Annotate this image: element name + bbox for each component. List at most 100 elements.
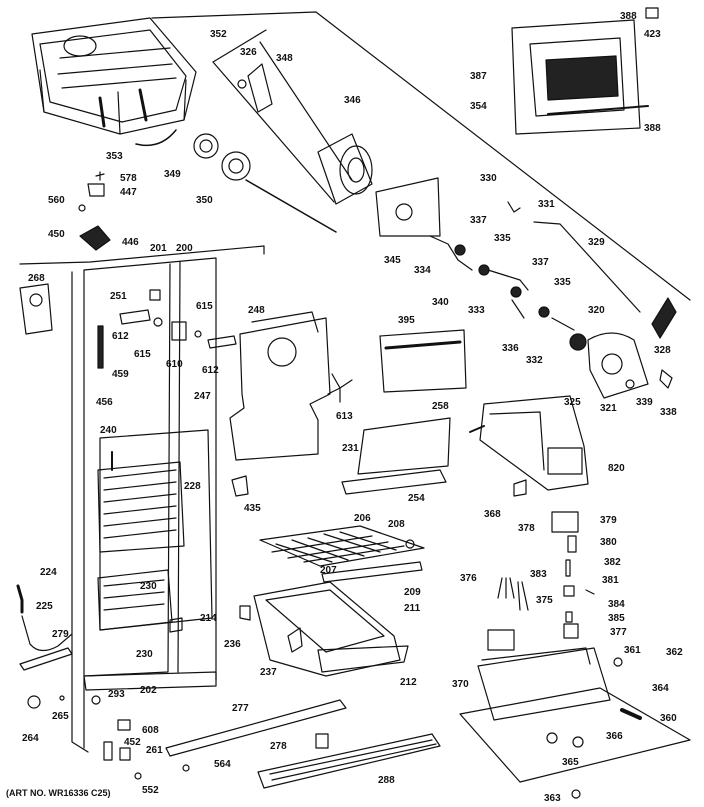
part-label: 337 xyxy=(532,257,549,268)
shelf-206 xyxy=(259,525,425,567)
part-label: 552 xyxy=(142,785,159,796)
bracket-452 xyxy=(103,741,113,761)
part-label: 381 xyxy=(602,575,619,586)
part-label: 435 xyxy=(244,503,261,514)
mount-plate-345 xyxy=(375,177,441,237)
duct-cover-247 xyxy=(229,311,331,461)
part-377 xyxy=(563,623,579,639)
rail-279 xyxy=(19,647,73,671)
part-label: 382 xyxy=(604,557,621,568)
part-label: 332 xyxy=(526,355,543,366)
part-label: 388 xyxy=(620,11,637,22)
bracket-237 xyxy=(287,627,303,653)
part-label: 293 xyxy=(108,689,125,700)
part-label: 340 xyxy=(432,297,449,308)
part-label: 384 xyxy=(608,599,625,610)
clip-293 xyxy=(91,695,101,705)
part-label: 608 xyxy=(142,725,159,736)
clip-278 xyxy=(315,733,329,749)
part-label: 378 xyxy=(518,523,535,534)
part-label: 612 xyxy=(202,365,219,376)
cabinet-liner xyxy=(19,245,265,753)
part-label: 201 xyxy=(150,243,167,254)
cover-258 xyxy=(357,417,451,475)
auger-350 xyxy=(221,151,337,233)
cap-383 xyxy=(563,585,575,597)
part-label: 349 xyxy=(164,169,181,180)
part-label: 352 xyxy=(210,29,227,40)
compressor-base-360 xyxy=(459,647,691,783)
valve-364 xyxy=(620,708,642,720)
clip-615b xyxy=(194,330,202,338)
part-label: 360 xyxy=(660,713,677,724)
part-label: 231 xyxy=(342,443,359,454)
part-label: 560 xyxy=(48,195,65,206)
auger-gear-349 xyxy=(193,133,219,159)
part-label: 388 xyxy=(644,123,661,134)
part-label: 456 xyxy=(96,397,113,408)
control-board-395 xyxy=(379,329,467,393)
part-label: 346 xyxy=(344,95,361,106)
harness-376 xyxy=(497,577,515,599)
part-label: 279 xyxy=(52,629,69,640)
clip-251 xyxy=(149,289,161,301)
ice-rack-387 xyxy=(511,19,649,135)
harness-375 xyxy=(517,581,529,611)
part-385 xyxy=(565,611,573,623)
part-label: 376 xyxy=(460,573,477,584)
part-label: 331 xyxy=(538,199,555,210)
part-label: 200 xyxy=(176,243,193,254)
part-label: 237 xyxy=(260,667,277,678)
part-label: 387 xyxy=(470,71,487,82)
part-label: 320 xyxy=(588,305,605,316)
clip-362 xyxy=(613,657,623,667)
strip-459 xyxy=(97,325,104,369)
part-label: 278 xyxy=(270,741,287,752)
bracket-435 xyxy=(231,475,249,497)
part-label: 348 xyxy=(276,53,293,64)
part-label: 452 xyxy=(124,737,141,748)
nut-326 xyxy=(237,79,247,89)
part-label: 395 xyxy=(398,315,415,326)
guide-line xyxy=(151,11,691,301)
part-label: 385 xyxy=(608,613,625,624)
guide-line xyxy=(212,29,353,203)
part-label: 236 xyxy=(224,639,241,650)
part-label: 612 xyxy=(112,331,129,342)
part-label: 208 xyxy=(388,519,405,530)
cap-381 xyxy=(585,589,595,595)
motor-housing-325 xyxy=(569,332,649,399)
screw-265 xyxy=(59,695,65,701)
trim-254 xyxy=(341,469,447,495)
switch-379 xyxy=(567,535,577,553)
part-label: 615 xyxy=(134,349,151,360)
crisper-pan-211 xyxy=(253,581,409,677)
part-label: 228 xyxy=(184,481,201,492)
tube-224 xyxy=(16,584,24,614)
part-label: 459 xyxy=(112,369,129,380)
spring-382 xyxy=(565,559,571,577)
art-number-caption: (ART NO. WR16336 C25) xyxy=(6,788,111,798)
thermostat-268 xyxy=(19,283,53,335)
part-label: 326 xyxy=(240,47,257,58)
part-label: 450 xyxy=(48,229,65,240)
screw-578 xyxy=(95,171,105,181)
ice-maker-820 xyxy=(469,395,589,491)
screw-552 xyxy=(134,772,142,780)
part-label: 337 xyxy=(470,215,487,226)
clip-230 xyxy=(169,617,183,633)
part-label: 366 xyxy=(606,731,623,742)
part-label: 321 xyxy=(600,403,617,414)
part-label: 377 xyxy=(610,627,627,638)
part-label: 335 xyxy=(494,233,511,244)
plate-202 xyxy=(83,671,217,691)
part-label: 209 xyxy=(404,587,421,598)
clip-338 xyxy=(659,369,673,389)
part-label: 345 xyxy=(384,255,401,266)
part-label: 207 xyxy=(320,565,337,576)
part-label: 214 xyxy=(200,613,217,624)
part-label: 264 xyxy=(22,733,39,744)
part-label: 383 xyxy=(530,569,547,580)
cap-363 xyxy=(571,789,581,799)
